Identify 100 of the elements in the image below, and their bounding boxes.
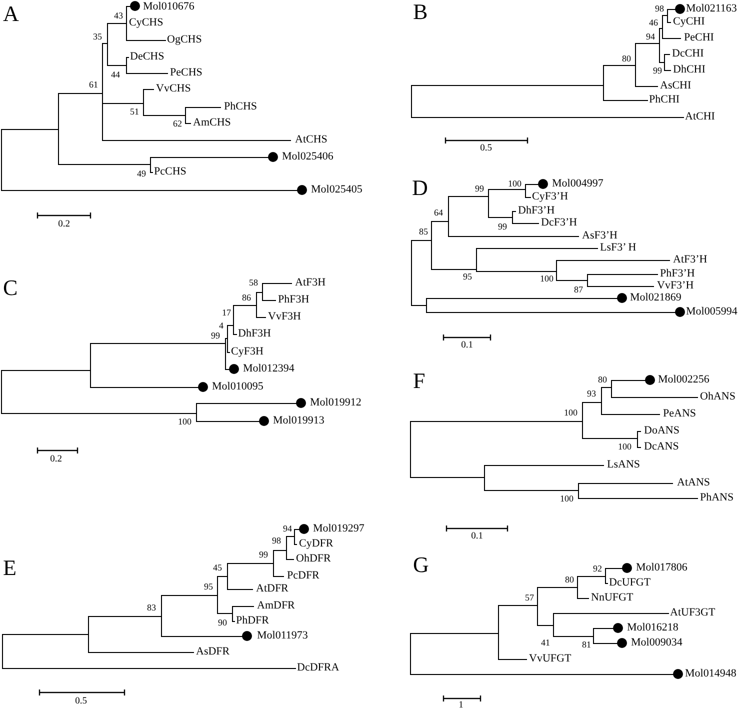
bootstrap-value: 80 bbox=[565, 576, 574, 584]
bootstrap-value: 61 bbox=[89, 80, 98, 90]
bootstrap-value: 81 bbox=[582, 640, 591, 650]
taxon-label: PhDFR bbox=[236, 616, 270, 626]
bootstrap-value: 35 bbox=[93, 32, 102, 42]
taxon-label: Mol012394 bbox=[243, 364, 294, 374]
bootstrap-value: 58 bbox=[249, 278, 258, 288]
panel-letter: E bbox=[3, 557, 16, 579]
bootstrap-value: 93 bbox=[587, 390, 596, 398]
taxon-label: AtF3’H bbox=[673, 254, 708, 266]
taxon-label: Mol011973 bbox=[257, 630, 308, 642]
bootstrap-value: 100 bbox=[560, 494, 574, 504]
taxon-label: Mol025406 bbox=[282, 152, 334, 162]
taxon-label: OhANS bbox=[700, 392, 736, 402]
bootstrap-value: 44 bbox=[111, 70, 120, 80]
bootstrap-value: 100 bbox=[540, 274, 554, 284]
panel-letter: G bbox=[413, 554, 429, 576]
taxon-label: CyDFR bbox=[299, 538, 334, 550]
taxon-label: Mol019297 bbox=[313, 524, 364, 534]
taxon-label: AsF3’H bbox=[582, 230, 618, 242]
taxon-label: VvCHS bbox=[156, 84, 191, 94]
panel-letter: C bbox=[3, 277, 18, 299]
panel-letter: F bbox=[413, 370, 426, 392]
taxon-label: AmDFR bbox=[257, 600, 295, 612]
taxon-label: DcANS bbox=[644, 442, 679, 452]
bootstrap-value: 49 bbox=[137, 170, 146, 178]
taxon-label: VvF3H bbox=[268, 312, 302, 322]
bootstrap-value: 100 bbox=[508, 180, 522, 188]
taxon-label: Mol005994 bbox=[686, 306, 738, 318]
taxon-label: Mol017806 bbox=[636, 562, 688, 574]
bootstrap-value: 94 bbox=[646, 32, 655, 42]
scale-value: 0.5 bbox=[480, 144, 492, 154]
taxon-label: Mol004997 bbox=[552, 178, 604, 190]
taxon-label: PhANS bbox=[700, 492, 734, 504]
bootstrap-value: 80 bbox=[622, 54, 631, 64]
taxon-label: AsCHI bbox=[660, 80, 692, 92]
taxon-label: LsANS bbox=[607, 460, 640, 470]
taxon-label: Mol010676 bbox=[143, 2, 194, 12]
taxon-label: AtDFR bbox=[256, 584, 288, 594]
taxon-label: VvF3’H bbox=[657, 280, 694, 292]
taxon-label: PhCHS bbox=[224, 102, 258, 112]
taxon-label: Mol021163 bbox=[686, 4, 737, 14]
bootstrap-value: 98 bbox=[272, 536, 281, 546]
bootstrap-value: 99 bbox=[653, 66, 662, 76]
bootstrap-value: 43 bbox=[114, 12, 123, 20]
taxon-label: Mol019913 bbox=[273, 416, 324, 426]
taxon-label: Mol016218 bbox=[627, 622, 678, 634]
taxon-label: CyF3’H bbox=[532, 192, 568, 202]
taxon-label: Mol009034 bbox=[631, 638, 682, 648]
taxon-label: CyF3H bbox=[231, 346, 264, 358]
taxon-label: AtUF3GT bbox=[670, 608, 716, 618]
bootstrap-value: 100 bbox=[178, 418, 192, 426]
taxon-label: OgCHS bbox=[167, 34, 202, 46]
scale-value: 1 bbox=[458, 701, 464, 711]
panel-letter: B bbox=[413, 1, 428, 23]
taxon-label: Mol010095 bbox=[212, 382, 264, 392]
taxon-label: PhCHI bbox=[649, 94, 680, 106]
bootstrap-value: 80 bbox=[598, 376, 607, 384]
scale-value: 0.1 bbox=[471, 532, 483, 542]
bootstrap-value: 92 bbox=[593, 564, 602, 574]
taxon-label: DhF3’H bbox=[518, 206, 555, 216]
bootstrap-value: 87 bbox=[574, 286, 583, 294]
bootstrap-value: 57 bbox=[525, 594, 534, 602]
taxon-label: DcCHI bbox=[672, 48, 704, 60]
taxon-label: AtCHI bbox=[685, 112, 715, 122]
bootstrap-value: 95 bbox=[463, 272, 472, 282]
scale-value: 0.2 bbox=[58, 220, 70, 230]
taxon-label: Mol021869 bbox=[630, 292, 682, 304]
taxon-label: DcDFRA bbox=[297, 662, 340, 674]
bootstrap-value: 99 bbox=[498, 222, 507, 232]
bootstrap-value: 62 bbox=[173, 120, 182, 128]
bootstrap-value: 51 bbox=[130, 108, 139, 116]
taxon-label: Mol019912 bbox=[310, 398, 362, 408]
bootstrap-value: 99 bbox=[259, 550, 268, 560]
panel-letter: D bbox=[412, 177, 428, 199]
taxon-label: PhF3’H bbox=[660, 268, 695, 280]
taxon-label: AtCHS bbox=[295, 134, 328, 146]
taxon-label: AtF3H bbox=[295, 278, 326, 288]
bootstrap-value: 100 bbox=[564, 408, 578, 418]
taxon-label: PcCHS bbox=[154, 166, 186, 178]
bootstrap-value: 94 bbox=[283, 524, 292, 534]
scale-value: 0.1 bbox=[461, 341, 473, 351]
taxon-label: CyCHS bbox=[129, 18, 164, 28]
taxon-label: Mol002256 bbox=[658, 374, 710, 386]
bootstrap-value: 4 bbox=[219, 322, 224, 330]
taxon-label: PhF3H bbox=[278, 294, 310, 306]
bootstrap-value: 100 bbox=[618, 442, 632, 452]
taxon-label: AtANS bbox=[677, 478, 710, 488]
bootstrap-value: 99 bbox=[475, 184, 484, 194]
taxon-label: DhF3H bbox=[238, 328, 272, 340]
taxon-label: CyCHI bbox=[673, 16, 705, 28]
taxon-label: Mol014948 bbox=[685, 668, 736, 680]
bootstrap-value: 41 bbox=[541, 638, 550, 648]
bootstrap-value: 46 bbox=[649, 18, 658, 28]
taxon-label: AsDFR bbox=[196, 646, 230, 658]
bootstrap-value: 90 bbox=[218, 618, 227, 628]
bootstrap-value: 85 bbox=[419, 228, 428, 236]
bootstrap-value: 98 bbox=[655, 4, 664, 14]
taxon-label: VvUFGT bbox=[529, 654, 572, 664]
bootstrap-value: 17 bbox=[222, 308, 231, 318]
